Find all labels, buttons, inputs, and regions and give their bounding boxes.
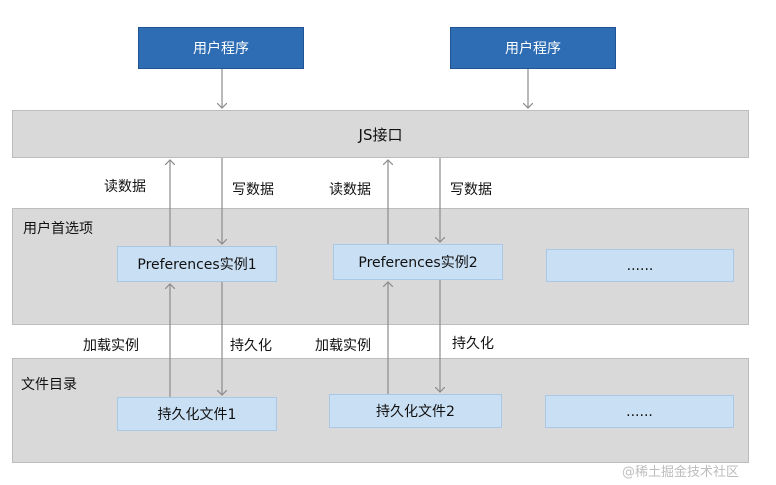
file-directory-layer-title: 文件目录 bbox=[21, 377, 77, 393]
write-data-label-1: 写数据 bbox=[232, 182, 274, 198]
persistent-file-more: ...... bbox=[545, 395, 734, 428]
read-data-label-1: 读数据 bbox=[104, 179, 146, 195]
preferences-instance-1: Preferences实例1 bbox=[117, 246, 277, 282]
persistent-file-more-label: ...... bbox=[626, 403, 653, 420]
user-program-label-2: 用户程序 bbox=[505, 41, 561, 57]
load-instance-label-2: 加载实例 bbox=[315, 338, 371, 354]
persistent-file-1-label: 持久化文件1 bbox=[157, 407, 237, 423]
persistent-file-1: 持久化文件1 bbox=[117, 397, 277, 431]
persist-label-2: 持久化 bbox=[452, 336, 494, 352]
user-program-box-1: 用户程序 bbox=[138, 27, 304, 69]
write-data-label-2: 写数据 bbox=[450, 182, 492, 198]
preferences-instance-more-label: ...... bbox=[626, 257, 654, 274]
preferences-instance-more: ...... bbox=[546, 249, 734, 282]
user-program-label-1: 用户程序 bbox=[193, 41, 249, 57]
js-interface-label: JS接口 bbox=[358, 125, 403, 144]
preferences-instance-1-label: Preferences实例1 bbox=[137, 257, 257, 273]
watermark: @稀土掘金技术社区 bbox=[622, 465, 740, 480]
load-instance-label-1: 加载实例 bbox=[83, 338, 139, 354]
preferences-instance-2: Preferences实例2 bbox=[333, 244, 503, 280]
read-data-label-2: 读数据 bbox=[329, 182, 371, 198]
persistent-file-2-label: 持久化文件2 bbox=[376, 404, 455, 420]
preferences-instance-2-label: Preferences实例2 bbox=[358, 255, 478, 271]
user-program-box-2: 用户程序 bbox=[450, 27, 616, 69]
preferences-layer-title: 用户首选项 bbox=[23, 221, 93, 237]
persistent-file-2: 持久化文件2 bbox=[329, 394, 502, 428]
persist-label-1: 持久化 bbox=[230, 338, 272, 354]
js-interface-layer: JS接口 bbox=[12, 110, 749, 158]
